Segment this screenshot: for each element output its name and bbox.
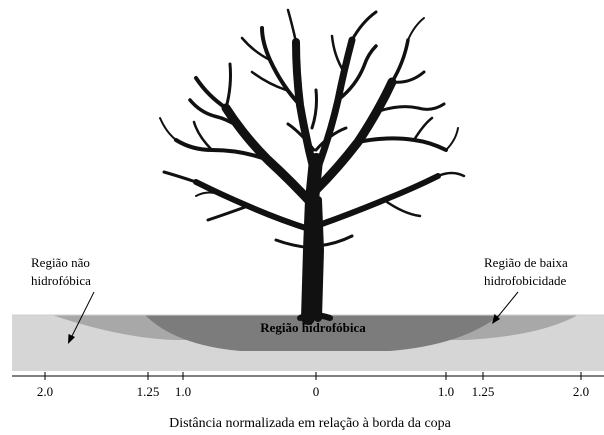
hydrophobic-region-label: Região hidrofóbica — [260, 320, 366, 335]
low-hydrophobicity-label-line2: hidrofobicidade — [484, 273, 567, 288]
tick-label: 1.0 — [175, 384, 191, 399]
axis-tick-labels: 2.0 1.25 1.0 0 1.0 1.25 2.0 — [37, 384, 589, 399]
tick-label: 1.25 — [137, 384, 160, 399]
tick-label: 2.0 — [37, 384, 53, 399]
non-hydrophobic-label-line2: hidrofóbica — [31, 273, 91, 288]
tick-label: 0 — [313, 384, 320, 399]
low-hydrophobicity-label-line1: Região de baixa — [484, 255, 568, 270]
non-hydrophobic-label-line1: Região não — [31, 255, 90, 270]
axis-caption: Distância normalizada em relação à borda… — [169, 416, 452, 431]
hydrophobic-zone — [145, 315, 500, 351]
axis-tick-marks — [44, 372, 582, 380]
tree-icon — [159, 8, 466, 325]
arrow-icon — [492, 291, 519, 324]
tick-label: 1.25 — [472, 384, 495, 399]
tick-label: 1.0 — [438, 384, 454, 399]
arrow-icon — [68, 291, 95, 344]
tick-label: 2.0 — [573, 384, 589, 399]
